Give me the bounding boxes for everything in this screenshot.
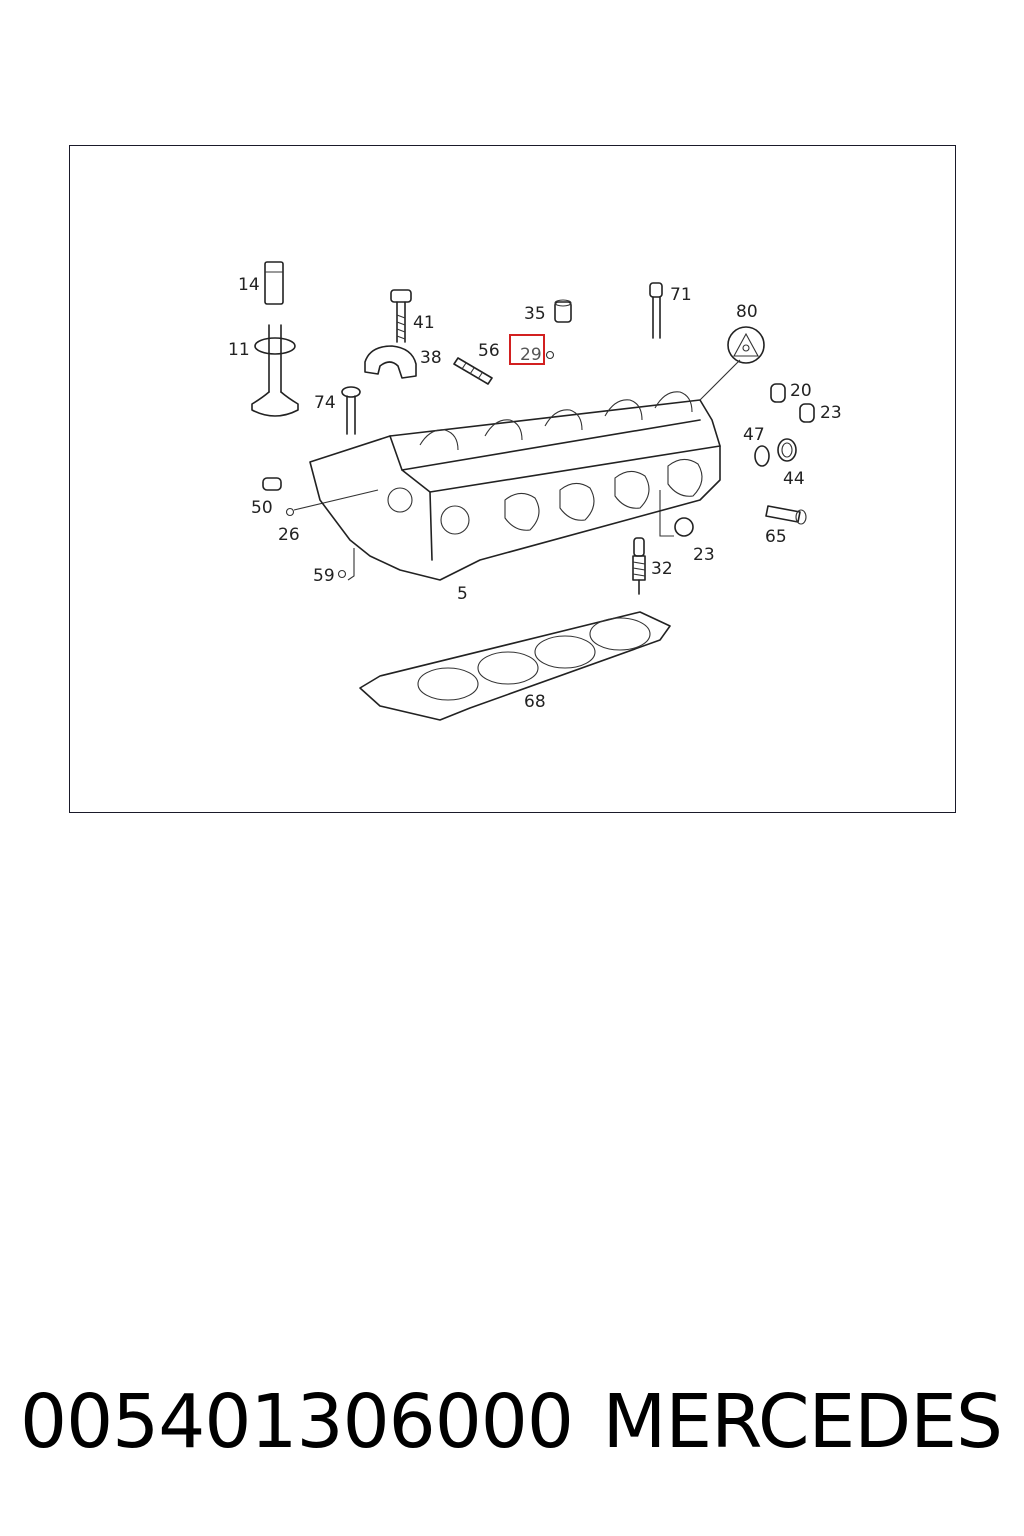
part-cylinder-head[interactable] [309,359,741,581]
callout-41: 41 [413,313,435,333]
callout-11: 11 [228,340,250,360]
callout-71: 71 [670,285,692,305]
callout-32: 32 [651,559,673,579]
part-cap-23a[interactable] [799,403,815,423]
part-ring-59[interactable] [337,548,355,581]
part-29-highlight[interactable] [509,334,555,365]
callout-50: 50 [251,498,273,518]
callout-47: 47 [743,425,765,445]
callout-14: 14 [238,275,260,295]
callout-23a: 23 [820,403,842,423]
callout-29: 29 [520,345,542,365]
part-seal-47[interactable] [754,445,770,467]
leader-23b [659,490,674,537]
callout-20: 20 [790,381,812,401]
callout-59: 59 [313,566,335,586]
diagram-frame [69,145,956,813]
part-plug-44[interactable] [777,438,797,462]
part-stud[interactable] [453,357,493,385]
callout-5: 5 [457,584,468,604]
part-head-gasket[interactable] [359,611,671,721]
callout-35: 35 [524,304,546,324]
part-ring-26[interactable] [285,489,379,517]
callout-80: 80 [736,302,758,322]
part-32[interactable] [632,537,646,595]
callout-26: 26 [278,525,300,545]
callout-38: 38 [420,348,442,368]
part-number: 005401306000 [20,1379,574,1465]
callout-44: 44 [783,469,805,489]
part-cover-disc[interactable] [727,326,765,364]
callout-56: 56 [478,341,500,361]
brand-name: MERCEDES [602,1379,1003,1465]
part-bolt-41[interactable] [390,289,412,343]
callout-68: 68 [524,692,546,712]
part-dowel-50[interactable] [262,477,282,491]
callout-23b: 23 [693,545,715,565]
callout-65: 65 [765,527,787,547]
callout-74: 74 [314,393,336,413]
part-cap-23b[interactable] [674,517,694,537]
part-valve[interactable] [251,324,299,417]
part-pin-65[interactable] [765,505,807,525]
part-sleeve[interactable] [554,299,572,323]
part-screw-74[interactable] [341,386,361,435]
footer: 005401306000 MERCEDES [0,1372,1024,1472]
part-valve-guide[interactable] [264,261,284,305]
part-plug-71[interactable] [649,282,663,339]
part-bearing-cap[interactable] [364,345,417,379]
part-cap-20[interactable] [770,383,786,403]
